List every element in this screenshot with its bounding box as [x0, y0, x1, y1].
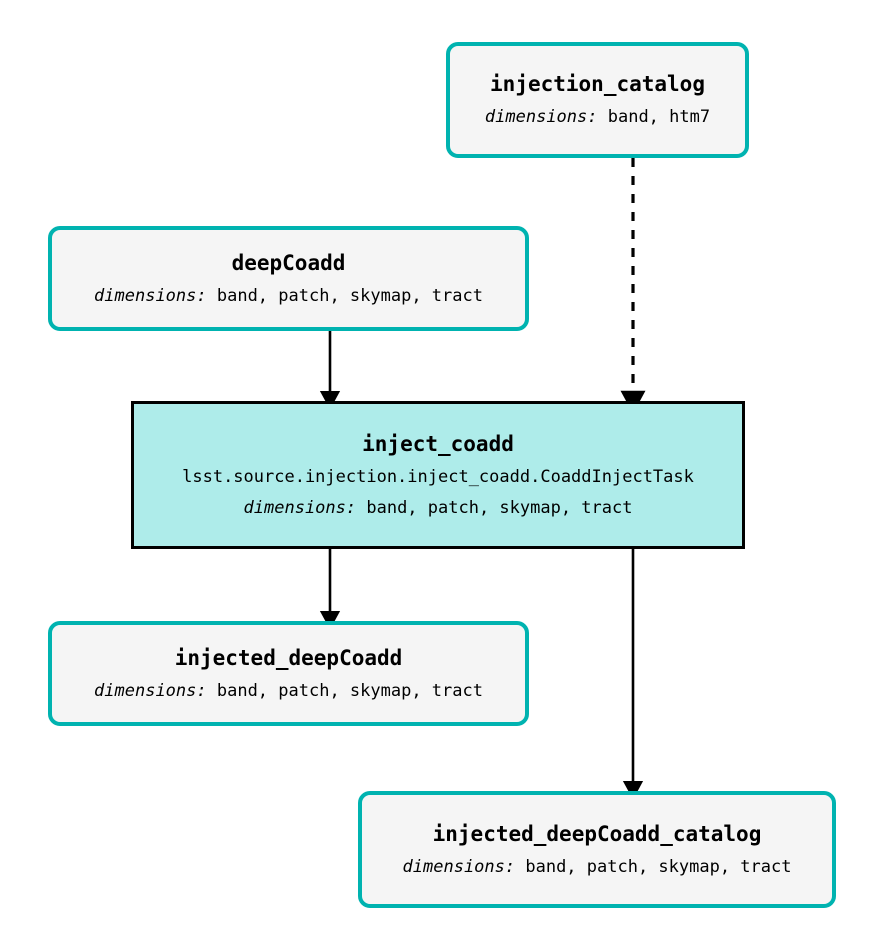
node-classname: lsst.source.injection.inject_coadd.Coadd…	[182, 467, 694, 488]
node-title: deepCoadd	[231, 250, 346, 275]
node-dimensions: dimensions: band, patch, skymap, tract	[94, 681, 483, 701]
dimensions-value: band, patch, skymap, tract	[525, 856, 792, 877]
node-dimensions: dimensions: band, patch, skymap, tract	[94, 286, 483, 306]
dimensions-label: dimensions:	[94, 680, 217, 701]
node-inject-coadd[interactable]: inject_coadd lsst.source.injection.injec…	[131, 401, 745, 549]
dimensions-label: dimensions:	[484, 107, 608, 128]
dimensions-value: band, htm7	[607, 107, 711, 128]
node-title: injection_catalog	[490, 72, 705, 97]
dimensions-label: dimensions:	[243, 497, 367, 518]
node-injected-deep-coadd-catalog[interactable]: injected_deepCoadd_catalog dimensions: b…	[358, 791, 836, 908]
node-title: injected_deepCoadd	[174, 645, 403, 670]
node-injected-deep-coadd[interactable]: injected_deepCoadd dimensions: band, pat…	[48, 621, 529, 726]
node-deep-coadd[interactable]: deepCoadd dimensions: band, patch, skyma…	[48, 226, 529, 331]
node-dimensions: dimensions: band, htm7	[485, 107, 710, 127]
node-dimensions: dimensions: band, patch, skymap, tract	[403, 857, 792, 877]
node-dimensions: dimensions: band, patch, skymap, tract	[244, 498, 633, 518]
node-title: inject_coadd	[362, 432, 514, 457]
dimensions-value: band, patch, skymap, tract	[366, 497, 633, 518]
dimensions-value: band, patch, skymap, tract	[216, 680, 483, 701]
node-injection-catalog[interactable]: injection_catalog dimensions: band, htm7	[446, 42, 749, 158]
node-title: injected_deepCoadd_catalog	[432, 821, 762, 846]
dimensions-label: dimensions:	[94, 285, 217, 306]
dimensions-value: band, patch, skymap, tract	[216, 285, 483, 306]
dimensions-label: dimensions:	[402, 856, 526, 877]
